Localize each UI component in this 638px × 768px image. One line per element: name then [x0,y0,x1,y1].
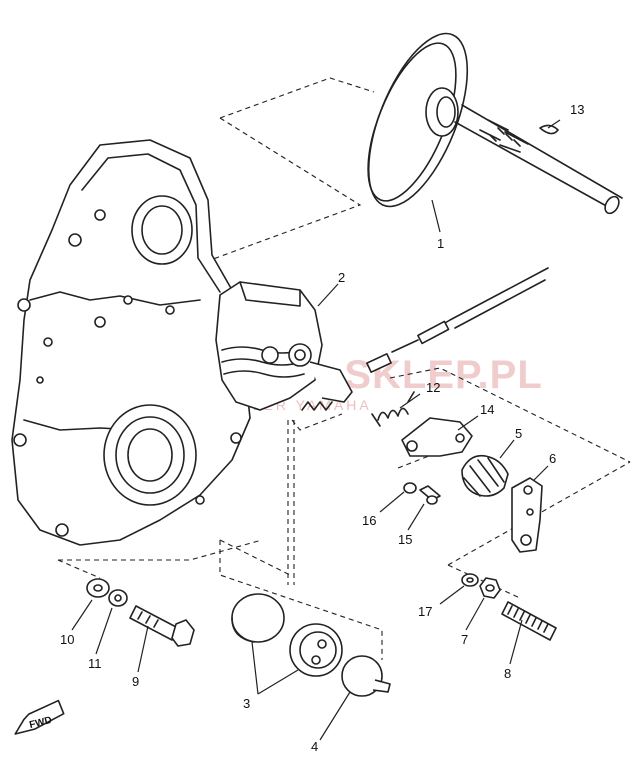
callout-9: 9 [132,674,139,689]
part-12-spring [371,391,415,427]
callout-7: 7 [461,632,468,647]
frame-right-group-top [389,367,631,463]
callout-16: 16 [362,513,376,528]
callout-14: 14 [480,402,494,417]
leader-lines [71,119,561,741]
callout-6: 6 [549,451,556,466]
callout-8: 8 [504,666,511,681]
part-11-washer [108,589,128,607]
brake-cable [366,267,549,373]
callout-15: 15 [398,532,412,547]
part-13-key [539,124,559,135]
callout-5: 5 [515,426,522,441]
callout-4: 4 [311,739,318,754]
part-10-washer [86,578,110,598]
callout-labels: 1 2 3 4 5 6 7 8 9 10 11 12 13 14 15 16 1… [60,102,584,754]
part-8-stud [501,601,557,641]
fwd-arrow: FWD [14,699,65,735]
fwd-label: FWD [28,715,53,731]
callout-12: 12 [426,380,440,395]
callout-2: 2 [338,270,345,285]
part-15-bolt [419,485,441,505]
part-7-nut [479,577,501,599]
caliper-spring [301,401,333,411]
part-14-bracket [401,417,473,457]
frame-bolts [58,539,263,561]
callout-3: 3 [243,696,250,711]
part-16-washer [403,482,417,494]
part-4-plunger [341,655,391,697]
frame-bolts-left [57,559,101,579]
part-2-caliper [215,281,353,411]
frame-pulley-top [219,77,375,119]
frame-pulley-side [204,117,362,263]
callout-17: 17 [418,604,432,619]
part-17-washer [461,573,479,587]
frame-right-group-side [447,461,631,566]
callout-1: 1 [437,236,444,251]
housing-cover [11,139,251,546]
part-5-boot [461,454,509,497]
frame-caliper-bottom [291,413,343,431]
part-1-pulley [367,32,623,215]
callout-10: 10 [60,632,74,647]
callout-11: 11 [88,656,102,671]
frame-seals-top [219,539,291,576]
frame-seals [219,540,383,660]
part-6-lever [511,477,543,553]
part-9-bolt [129,605,195,647]
part-3-seals [231,593,343,677]
callout-13: 13 [570,102,584,117]
watermark-title: -SKLEP.PL [330,353,543,397]
part-17-hole [466,577,474,583]
